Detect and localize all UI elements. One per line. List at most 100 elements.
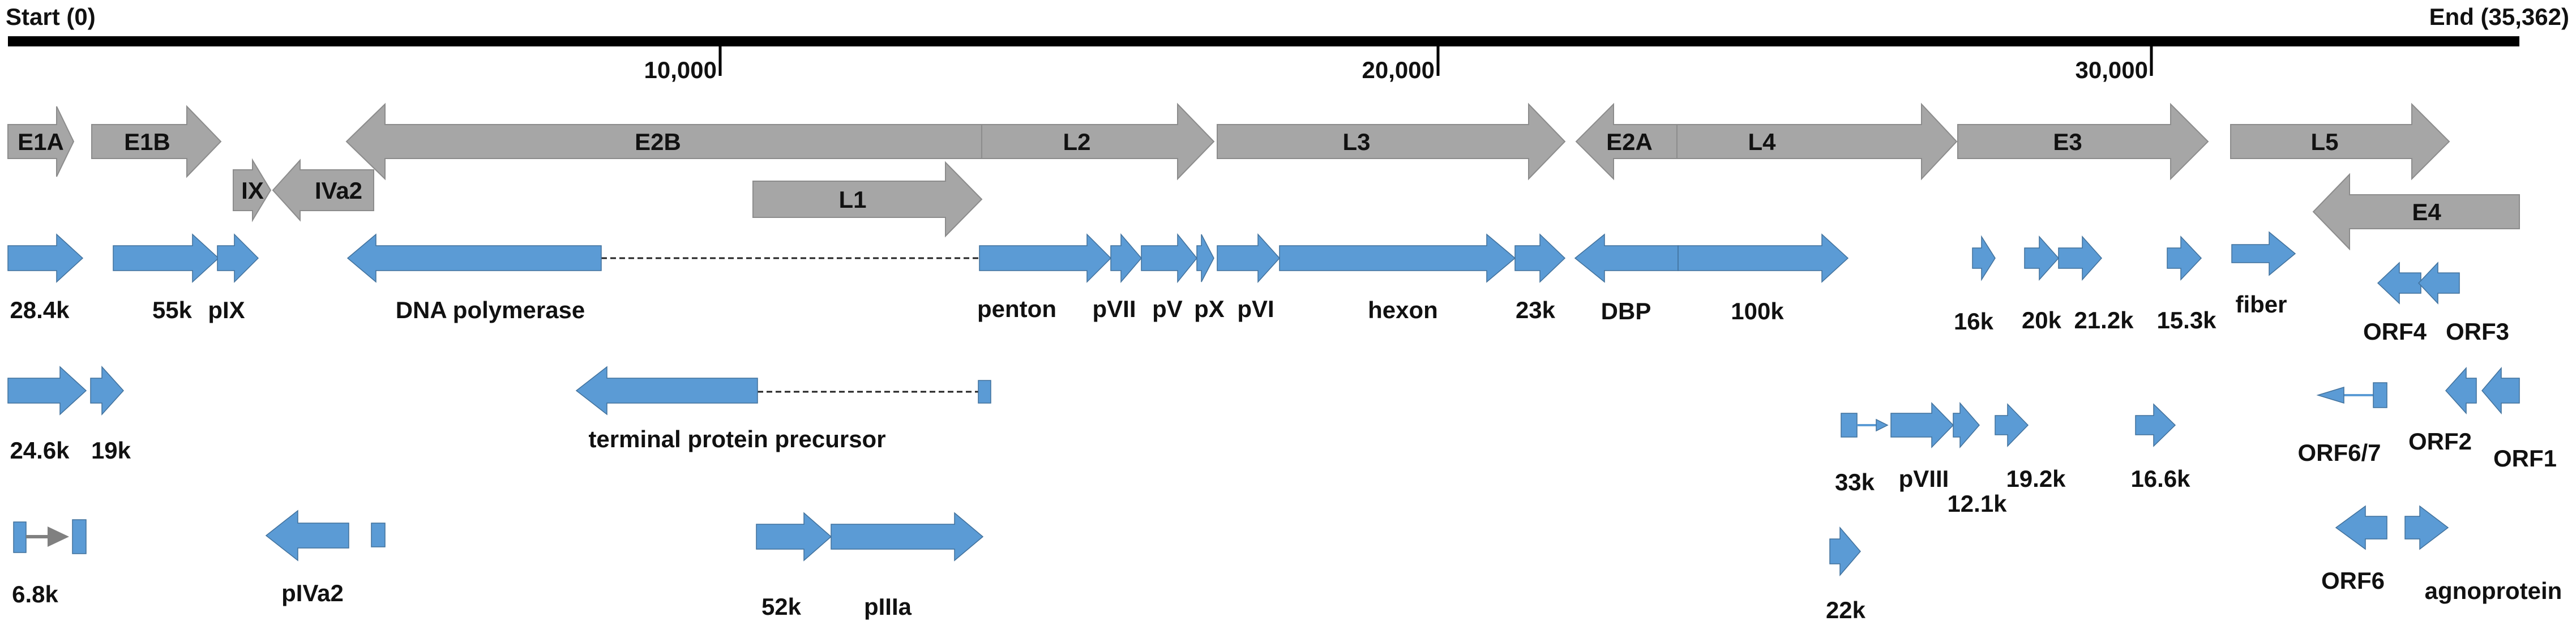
region-label-l1: L1 — [838, 186, 866, 213]
gene-label-19k: 19k — [91, 437, 131, 464]
region-ix-arrow — [233, 158, 272, 222]
gene-label-orf6: ORF6 — [2321, 567, 2385, 594]
gene-label-pvii: pVII — [1092, 296, 1136, 322]
region-l1-arrow — [752, 161, 983, 238]
region-label-l3: L3 — [1342, 129, 1370, 155]
gene-dna-polymerase-arrow — [346, 233, 602, 283]
gene-label-orf1: ORF1 — [2493, 445, 2557, 472]
gene-label-21-2k: 21.2k — [2074, 307, 2134, 333]
gene-19-2k-arrow — [1995, 403, 2029, 447]
region-label-e1b: E1B — [124, 129, 170, 155]
gene-16k-arrow — [1972, 235, 1996, 281]
gene-label-100k: 100k — [1731, 298, 1784, 324]
gene-orf6-7-exon — [2373, 382, 2387, 408]
tick-label-30000: 30,000 — [2076, 57, 2148, 83]
gene-16-6k-arrow — [2135, 403, 2176, 447]
gene-6-8k-arrowhead — [48, 526, 69, 547]
gene-agnoprotein-arrow — [2404, 505, 2449, 550]
gene-label-28-4k: 28.4k — [10, 297, 70, 323]
genome-backbone — [8, 36, 2519, 46]
gene-pix-arrow — [217, 233, 259, 283]
region-e1a-arrow — [7, 106, 75, 177]
gene-33k-arrowhead — [1876, 418, 1889, 432]
gene-22k-arrow — [1829, 526, 1861, 577]
region-l4-arrow — [1676, 102, 1958, 181]
gene-21-2k-arrow — [2058, 236, 2103, 281]
gene-label-terminal-protein-precursor: terminal protein precursor — [588, 426, 885, 452]
gene-label-dna-polymerase: DNA polymerase — [396, 297, 585, 323]
gene-label-33k: 33k — [1835, 469, 1875, 495]
region-label-e3: E3 — [2053, 129, 2082, 155]
region-l5-arrow — [2230, 102, 2450, 181]
region-e3-arrow — [1957, 102, 2209, 181]
gene-pvii-arrow — [1110, 233, 1142, 284]
gene-33k-exon — [1841, 413, 1858, 438]
tick-label-10000: 10,000 — [644, 57, 717, 83]
gene-label-pviii: pVIII — [1899, 465, 1949, 492]
gene-6-8k-exon-right — [72, 519, 87, 554]
gene-px-arrow — [1196, 234, 1214, 282]
region-label-e2a: E2A — [1606, 129, 1653, 155]
region-label-ix: IX — [241, 177, 264, 204]
region-e1b-arrow — [91, 105, 222, 178]
gene-orf2-arrow — [2445, 367, 2477, 414]
gene-terminal-protein-precursor-arrow — [575, 366, 758, 416]
gene-label-orf3: ORF3 — [2446, 318, 2509, 345]
gene-label-16k: 16k — [1954, 308, 1994, 335]
gene-label-pix: pIX — [208, 297, 245, 323]
gene-orf6-arrow — [2335, 505, 2387, 550]
gene-label-agnoprotein: agnoprotein — [2425, 577, 2562, 604]
gene-label-penton: penton — [977, 296, 1056, 322]
region-label-e1a: E1A — [18, 129, 64, 155]
gene-label-pv: pV — [1152, 296, 1183, 322]
gene-pv-arrow — [1141, 233, 1197, 284]
gene-23k-arrow — [1514, 233, 1566, 283]
region-label-iva2: IVa2 — [315, 177, 362, 204]
gene-label-orf4: ORF4 — [2363, 318, 2427, 345]
gene-100k-arrow — [1678, 233, 1849, 283]
gene-label-6-8k: 6.8k — [12, 581, 58, 607]
gene-12-1k-arrow — [1953, 401, 1980, 449]
region-e4-arrow — [2312, 173, 2520, 251]
gene-52k-arrow — [756, 512, 832, 562]
gene-piva2-exon — [371, 523, 386, 547]
gene-label-orf6-7: ORF6/7 — [2297, 439, 2381, 466]
transcription-regions: E1A E1B IX IVa2 E2B L2 L1 L3 E2A L4 E3 L… — [7, 102, 2520, 251]
region-l3-arrow — [1217, 102, 1566, 181]
gene-6-8k-exon-left — [13, 521, 27, 553]
end-label: End (35,362) — [2429, 3, 2569, 30]
gene-pvi-arrow — [1217, 233, 1281, 283]
gene-label-dbp: DBP — [1601, 298, 1651, 324]
gene-label-12-1k: 12.1k — [1947, 490, 2007, 517]
gene-label-hexon: hexon — [1368, 297, 1438, 323]
gene-label-piiia: pIIIa — [864, 593, 912, 620]
gene-terminal-protein-exon — [978, 380, 991, 404]
tick-label-20000: 20,000 — [1362, 57, 1435, 83]
gene-label-55k: 55k — [152, 297, 192, 323]
region-e2a-arrow — [1575, 102, 1678, 181]
gene-label-orf2: ORF2 — [2408, 428, 2472, 455]
gene-fiber-arrow — [2231, 231, 2296, 276]
gene-orf3-arrow — [2417, 262, 2460, 305]
region-iva2-arrow — [272, 159, 374, 222]
region-label-e4: E4 — [2412, 199, 2441, 225]
gene-15-3k-arrow — [2167, 236, 2202, 281]
start-label: Start (0) — [6, 3, 96, 30]
gene-label-piva2: pIVa2 — [281, 580, 344, 606]
region-l2-arrow — [981, 102, 1215, 181]
gene-28-4k-arrow — [7, 233, 84, 283]
genes: 28.4k 55k pIX DNA polymerase penton pVII… — [7, 231, 2562, 623]
gene-19k-arrow — [90, 366, 125, 416]
gene-label-19-2k: 19.2k — [2006, 465, 2066, 492]
gene-20k-arrow — [2024, 236, 2060, 281]
splice-connectors — [601, 257, 979, 393]
gene-label-52k: 52k — [761, 593, 802, 620]
region-label-e2b: E2B — [635, 129, 681, 155]
region-label-l2: L2 — [1063, 129, 1090, 155]
gene-orf6-7-arrowhead — [2316, 386, 2344, 404]
region-e2b-arrow — [345, 102, 982, 181]
gene-label-px: pX — [1194, 296, 1225, 322]
gene-label-15-3k: 15.3k — [2156, 307, 2216, 333]
